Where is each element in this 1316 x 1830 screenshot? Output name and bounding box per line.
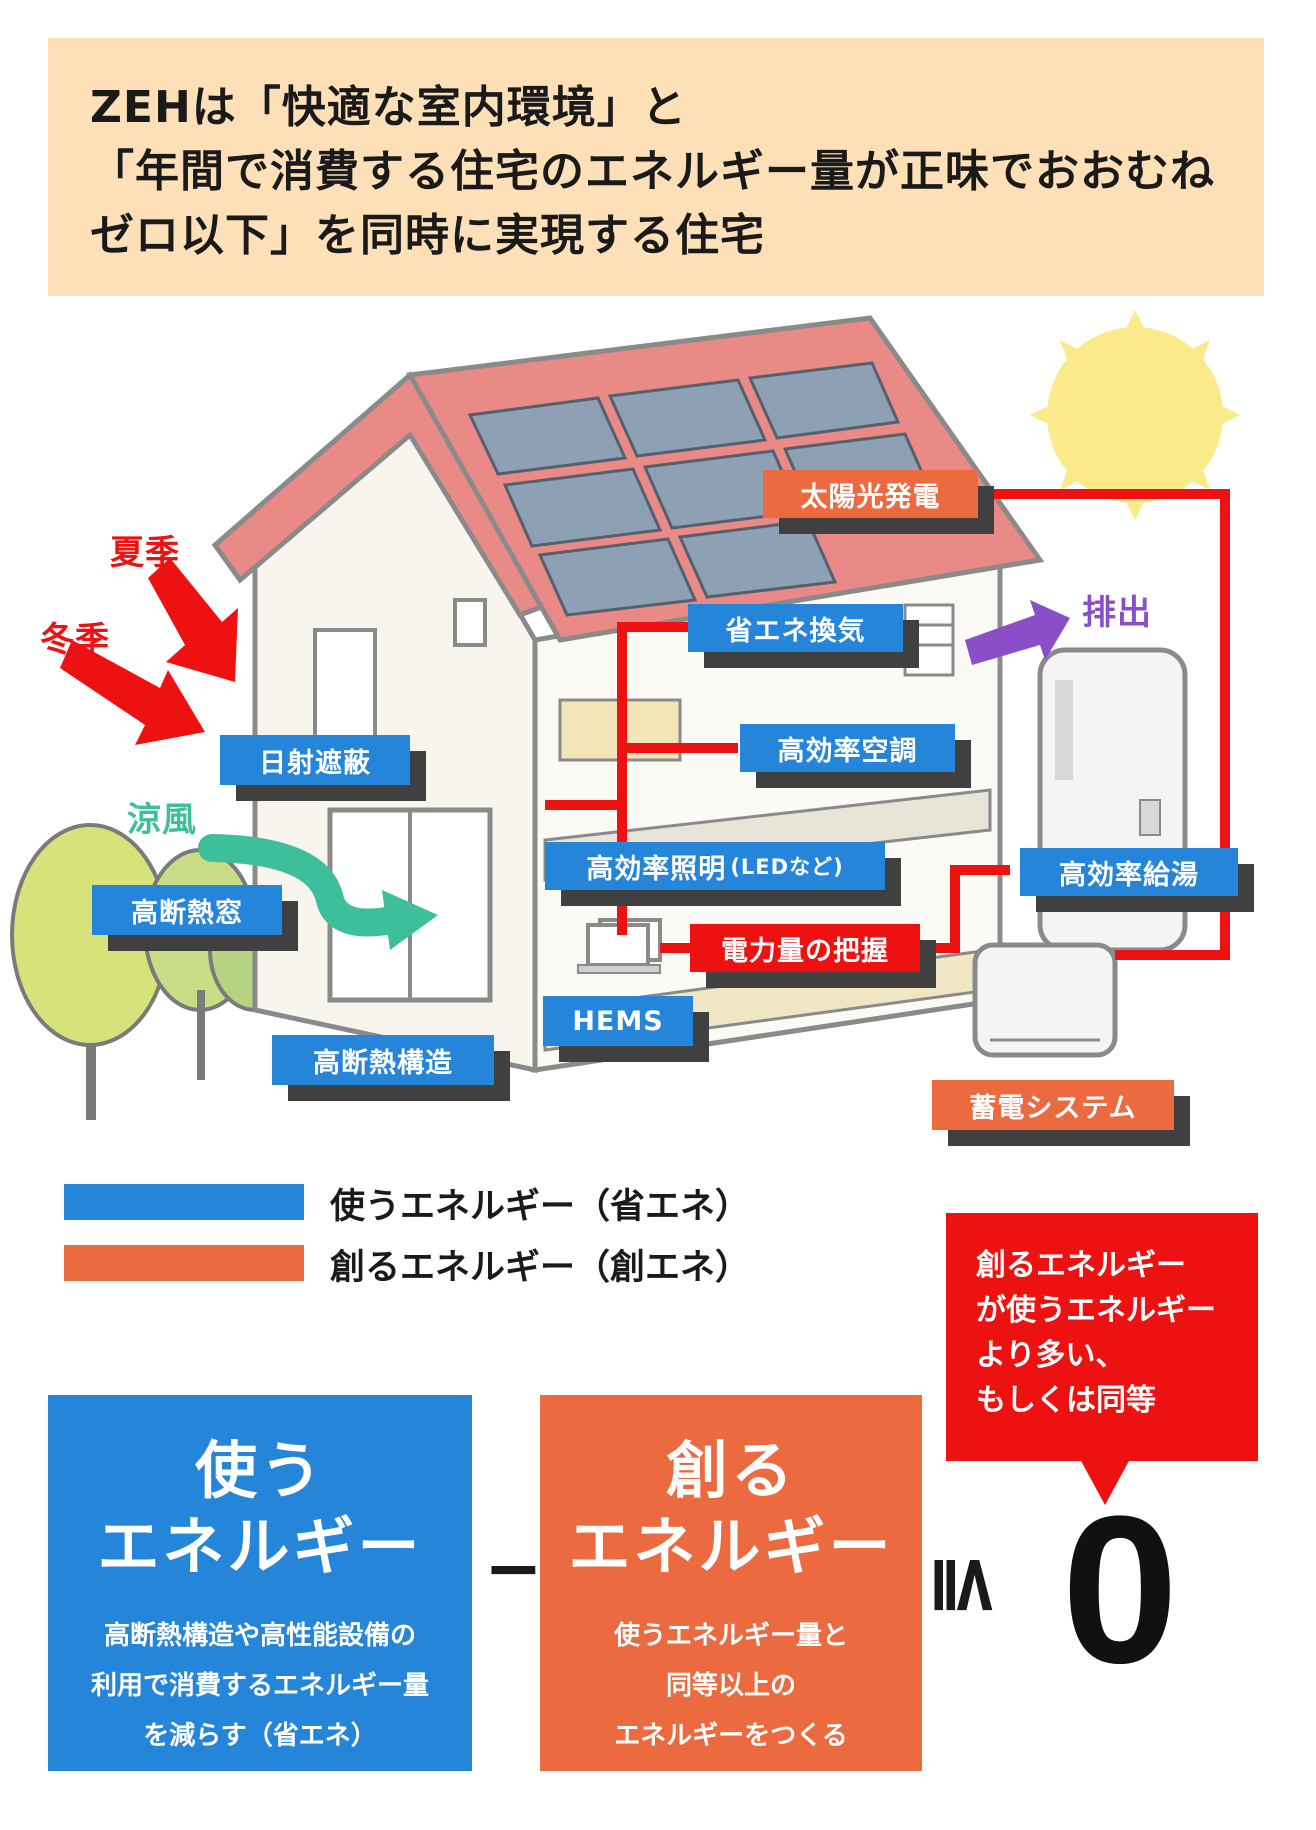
label-high-insulation-window: 高断熱窓 [92,885,282,935]
label-high-insulation-structure: 高断熱構造 [272,1035,494,1085]
lighting-main-text: 高効率照明 [586,853,727,885]
winter-sun-arrow [60,640,205,745]
label-high-efficiency-water-heater: 高効率給湯 [1020,848,1238,896]
callout-line-1: 創るエネルギー [976,1248,1186,1283]
lighting-note-text: (LEDなど) [730,855,844,879]
less-or-equal-sign: ≦ [924,1551,1017,1619]
use-energy-title-1: 使う [194,1434,325,1507]
create-energy-box: 創る エネルギー 使うエネルギー量と 同等以上の エネルギーをつくる [540,1395,922,1771]
zero-value: 0 [1061,1472,1179,1707]
label-high-efficiency-aircon: 高効率空調 [740,724,955,772]
breeze-label: 涼風 [127,800,197,840]
callout-pointer [1080,1459,1130,1505]
header-banner: ZEHは「快適な室内環境」と 「年間で消費する住宅のエネルギー量が正味でおおむね… [48,38,1264,296]
summer-label: 夏季 [110,533,180,573]
legend-text-create: 創るエネルギー（創エネ） [330,1248,751,1288]
summer-sun-arrow [148,558,238,682]
label-hems: HEMS [543,996,693,1046]
create-energy-title-2: エネルギー [568,1510,894,1583]
header-line-3: ゼロ以下」を同時に実現する住宅 [90,210,765,261]
use-desc-line-1: 高断熱構造や高性能設備の [103,1621,416,1651]
breeze-arrow [198,834,438,950]
create-desc-line-1: 使うエネルギー量と [613,1621,848,1651]
exhaust-label: 排出 [1082,593,1152,633]
legend-swatch-create [64,1245,304,1281]
label-power-monitoring: 電力量の把握 [690,924,920,972]
power-wiring [545,489,1230,960]
use-desc-line-3: を減らす（省エネ） [143,1721,377,1751]
label-energy-saving-ventilation: 省エネ換気 [688,604,903,652]
create-desc-line-2: 同等以上の [665,1671,796,1701]
water-heater-unit [1037,647,1188,953]
callout-line-4: もしくは同等 [976,1383,1156,1418]
label-high-efficiency-lighting: 高効率照明(LEDなど) [545,842,885,890]
use-energy-box: 使う エネルギー 高断熱構造や高性能設備の 利用で消費するエネルギー量 を減らす… [48,1395,472,1771]
sun-icon [1030,310,1240,520]
exhaust-arrow [965,600,1070,665]
header-line-2: 「年間で消費する住宅のエネルギー量が正味でおおむね [90,146,1215,197]
minus-sign: − [484,1527,543,1609]
callout-box: 創るエネルギー が使うエネルギー より多い、 もしくは同等 [946,1213,1258,1461]
create-energy-description: 使うエネルギー量と 同等以上の エネルギーをつくる [540,1611,922,1761]
battery-unit [972,942,1118,1058]
create-desc-line-3: エネルギーをつくる [614,1721,848,1751]
winter-label: 冬季 [40,620,110,660]
legend-text-use: 使うエネルギー（省エネ） [330,1187,751,1227]
vent-grille-icon [903,603,955,677]
use-energy-title-2: エネルギー [97,1510,423,1583]
callout-line-2: が使うエネルギー [976,1293,1216,1328]
use-desc-line-2: 利用で消費するエネルギー量 [90,1671,429,1701]
create-energy-title-1: 創る [665,1434,796,1507]
label-solar-shading: 日射遮蔽 [220,735,410,785]
label-storage-battery: 蓄電システム [932,1080,1174,1130]
use-energy-description: 高断熱構造や高性能設備の 利用で消費するエネルギー量 を減らす（省エネ） [48,1611,472,1761]
label-solar-power: 太陽光発電 [763,470,978,518]
legend-swatch-use [64,1184,304,1220]
callout-line-3: より多い、 [976,1338,1126,1373]
header-line-1: ZEHは「快適な室内環境」と [90,82,687,133]
